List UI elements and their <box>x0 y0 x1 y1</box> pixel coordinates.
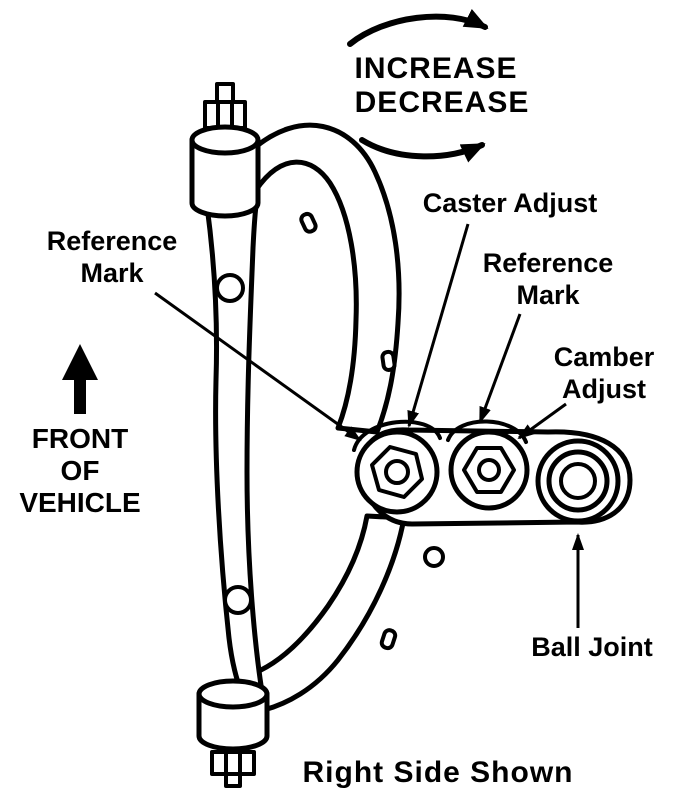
ball-joint-part <box>535 438 621 524</box>
link-hole-upper <box>215 273 245 303</box>
reference-mark-left-label-line2: Mark <box>80 258 144 288</box>
top-bushing-rim <box>189 124 261 156</box>
arm-slot-lower <box>379 628 398 651</box>
link-hole-lower <box>223 585 253 615</box>
front-arrow-head <box>62 344 98 380</box>
arm-slot-upper <box>299 211 318 234</box>
diagram-labels: INCREASE DECREASE Caster Adjust Referenc… <box>19 52 654 789</box>
reference-mark-right-label-line2: Mark <box>516 280 580 310</box>
caster-cam-stud <box>384 459 410 485</box>
front-of-vehicle-label-line1: FRONT <box>32 423 128 454</box>
control-arm-drawing <box>189 82 633 788</box>
upper-arm-branch <box>249 122 402 435</box>
reference-mark-left-arrow <box>154 291 362 442</box>
caster-adjust-label: Caster Adjust <box>423 188 598 218</box>
bottom-nut <box>210 750 256 776</box>
caster-cam <box>354 429 440 515</box>
arm-slot-middle <box>380 349 397 372</box>
camber-adjust-label-line1: Camber <box>554 342 655 372</box>
caster-adjust-arrow <box>407 223 470 428</box>
decrease-label: DECREASE <box>355 86 530 119</box>
front-arrow-shaft <box>74 378 86 414</box>
bottom-bushing <box>196 678 270 788</box>
increase-label: INCREASE <box>354 52 517 85</box>
top-bushing <box>189 82 261 219</box>
camber-adjust-arrow <box>517 402 567 440</box>
front-of-vehicle-arrow <box>62 344 98 414</box>
front-of-vehicle-label-line3: VEHICLE <box>19 487 140 518</box>
reference-mark-left-label-line1: Reference <box>47 226 178 256</box>
control-link <box>189 82 270 788</box>
reference-mark-right-label-line1: Reference <box>483 248 614 278</box>
camber-cam-stud <box>477 458 501 482</box>
rotation-arrow-top <box>347 8 489 47</box>
caption-right-side-shown: Right Side Shown <box>303 756 574 789</box>
top-nut <box>203 100 247 130</box>
arm-hole-small <box>423 546 445 568</box>
ball-joint-center <box>559 462 597 500</box>
camber-adjust-label-line2: Adjust <box>562 374 646 404</box>
camber-cam <box>448 429 530 511</box>
rotation-arrows <box>347 8 489 163</box>
bottom-bushing-rim <box>196 678 270 710</box>
reference-mark-right-arrow <box>478 313 522 424</box>
front-of-vehicle-label-line2: OF <box>61 455 100 486</box>
rotation-arrow-bottom <box>359 137 486 163</box>
bottom-stud <box>224 772 242 788</box>
lower-arm-branch <box>249 513 407 713</box>
top-bushing-body <box>189 137 261 219</box>
ball-joint-label: Ball Joint <box>531 632 653 662</box>
callout-arrows <box>154 223 584 628</box>
